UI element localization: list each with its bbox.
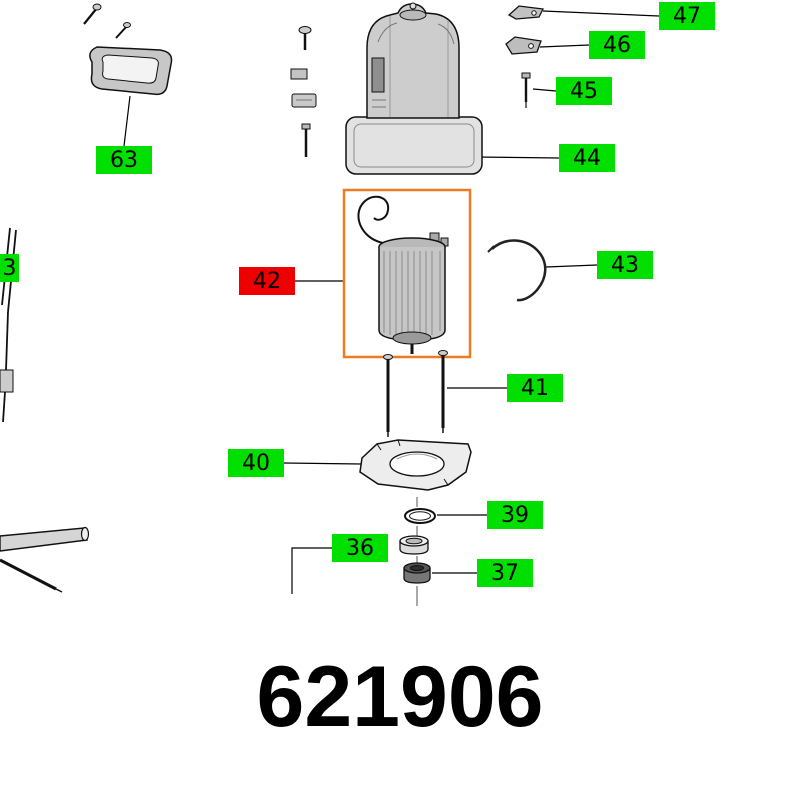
o-ring-39-drawing[interactable] (404, 508, 436, 524)
housing-small-screws-drawing (290, 26, 317, 157)
callout-partial-left-edge[interactable]: 3 (0, 254, 19, 282)
callout-43[interactable]: 43 (597, 251, 653, 279)
part-number: 621906 (256, 649, 544, 745)
cable-bracket-43-drawing[interactable] (487, 239, 547, 302)
leader-lines (123, 10, 660, 594)
partial-rod-left-drawing (0, 526, 90, 593)
callout-41[interactable]: 41 (507, 374, 563, 402)
callout-63[interactable]: 63 (96, 146, 152, 174)
callout-47[interactable]: 47 (659, 2, 715, 30)
motor-housing-44-drawing[interactable] (345, 2, 483, 175)
pin-45-drawing[interactable] (521, 72, 531, 108)
handle-part-63-drawing[interactable] (83, 3, 173, 96)
bearing-plate-40-drawing[interactable] (359, 439, 472, 491)
callout-44[interactable]: 44 (559, 144, 615, 172)
lever-47-drawing[interactable] (507, 5, 544, 20)
callout-45[interactable]: 45 (556, 77, 612, 105)
callout-37[interactable]: 37 (477, 559, 533, 587)
highlight-box-42[interactable] (342, 188, 472, 359)
callout-42-selected[interactable]: 42 (239, 267, 295, 295)
callout-39[interactable]: 39 (487, 501, 543, 529)
long-screws-41-drawing[interactable] (383, 350, 448, 438)
partial-bracket-left-drawing (0, 227, 17, 423)
lever-46-drawing[interactable] (505, 36, 542, 55)
ring-36-drawing[interactable] (399, 535, 429, 555)
ball-bearing-37-drawing[interactable] (403, 562, 431, 584)
field-coil-42-drawing[interactable] (357, 195, 449, 354)
callout-46[interactable]: 46 (589, 31, 645, 59)
callout-40[interactable]: 40 (228, 449, 284, 477)
callout-36[interactable]: 36 (332, 534, 388, 562)
